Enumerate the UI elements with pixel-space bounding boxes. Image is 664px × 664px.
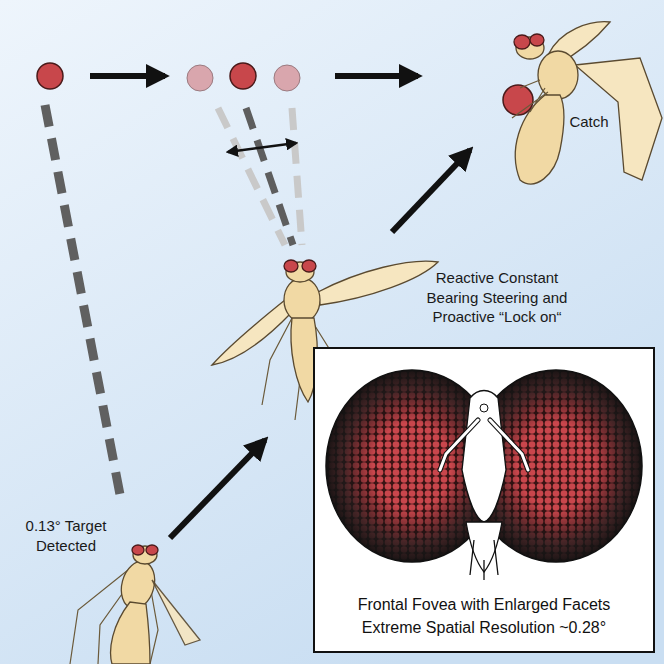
step-label: Catch — [562, 112, 616, 132]
flow-arrow — [170, 440, 265, 538]
step-label: Reactive Constant Bearing Steering and P… — [412, 268, 582, 327]
perched-fly — [70, 545, 200, 664]
jitter-arrow — [228, 143, 296, 152]
catching-fly — [503, 22, 662, 184]
inset-panel: Frontal Fovea with Enlarged FacetsExtrem… — [313, 347, 655, 653]
inset-ground — [313, 347, 655, 653]
fly-head-front — [326, 370, 642, 580]
target-sequence — [37, 63, 418, 91]
step-label: 0.13° Target Detected — [8, 516, 124, 555]
panel-caption: Frontal Fovea with Enlarged Facets — [358, 594, 611, 616]
panel-caption: Extreme Spatial Resolution ~0.28° — [362, 617, 606, 639]
flow-arrow — [392, 150, 470, 232]
